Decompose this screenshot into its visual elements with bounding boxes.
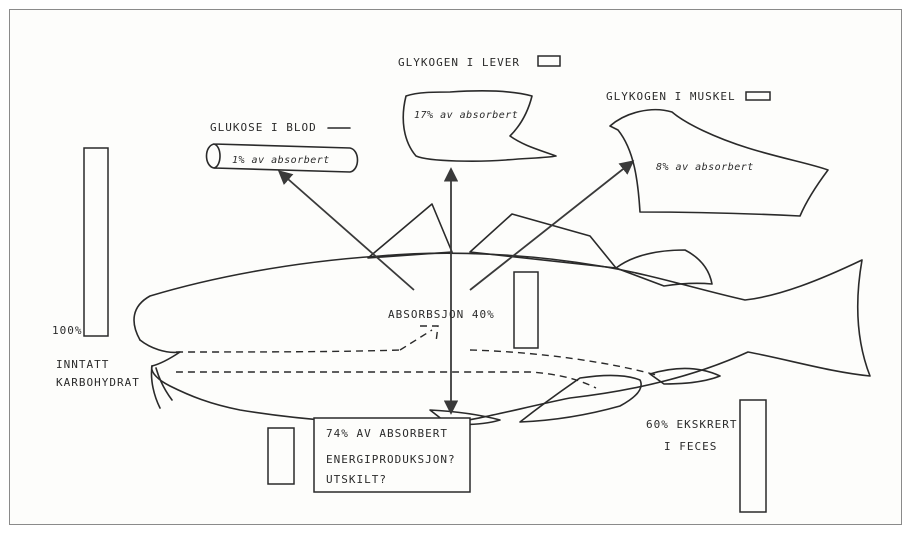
dorsal-fin-front xyxy=(367,203,453,259)
blood-vessel-tube xyxy=(205,143,359,173)
energi-box xyxy=(313,417,471,493)
glukose-blod-percent: 1% av absorbert xyxy=(232,155,330,166)
ekskrert-line1: 60% EKSKRERT xyxy=(646,418,737,431)
absorption-arrow-dashed xyxy=(399,325,439,351)
energi-line2: ENERGIPRODUKSJON? xyxy=(326,453,456,466)
liver-shape xyxy=(402,90,557,162)
lower-fin-rear xyxy=(649,367,721,385)
muscle-shape xyxy=(609,108,829,217)
glykogen-lever-label: GLYKOGEN I LEVER xyxy=(398,56,520,69)
fish-chin-barbel xyxy=(150,365,173,409)
glykogen-muskel-percent: 8% av absorbert xyxy=(656,162,754,173)
dorsal-fin-rear xyxy=(615,249,713,287)
glykogen-lever-marker xyxy=(537,55,561,67)
anal-fin xyxy=(519,374,642,423)
inntatt-bar xyxy=(83,147,109,337)
arrow-to-muskel xyxy=(469,160,635,291)
energi-line3: UTSKILT? xyxy=(326,473,387,486)
energi-bar xyxy=(267,427,295,485)
gut-lower-dashed xyxy=(176,371,597,389)
absorbsjon-label: ABSORBSJON 40% xyxy=(388,308,495,321)
fish-mouth xyxy=(139,339,181,367)
dorsal-fin-middle xyxy=(469,213,617,269)
glykogen-lever-percent: 17% av absorbert xyxy=(414,110,518,121)
arrow-to-glukose xyxy=(277,170,415,291)
absorbsjon-bar xyxy=(513,271,539,349)
energi-line1: 74% AV ABSORBERT xyxy=(326,427,448,440)
inntatt-label-line2: KARBOHYDRAT xyxy=(56,376,140,389)
inntatt-label-line1: INNTATT xyxy=(56,358,109,371)
glykogen-muskel-marker xyxy=(745,91,771,101)
gut-right-dashed xyxy=(469,349,661,377)
ekskrert-bar xyxy=(739,399,767,513)
glukose-blod-label: GLUKOSE I BLOD xyxy=(210,121,317,134)
gut-upper-dashed xyxy=(175,349,401,353)
inntatt-percent: 100% xyxy=(52,324,83,337)
glykogen-muskel-label: GLYKOGEN I MUSKEL xyxy=(606,90,736,103)
fish-body xyxy=(133,252,871,426)
ekskrert-line2: I FECES xyxy=(664,440,717,453)
